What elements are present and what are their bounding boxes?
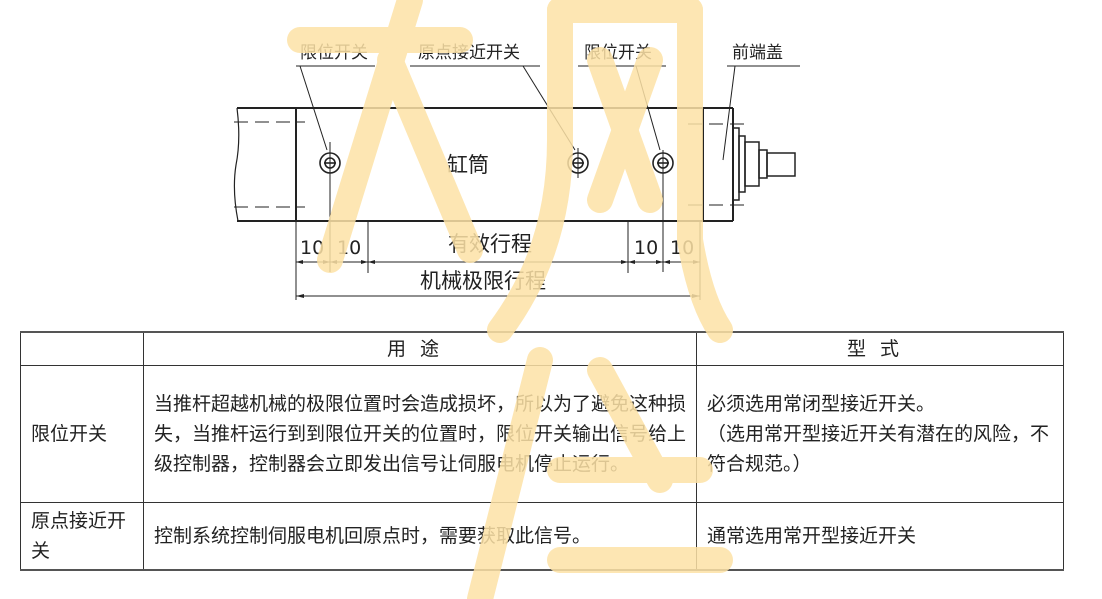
- label-mechanical-limit-stroke: 机械极限行程: [420, 269, 546, 293]
- table-row: 原点接近开关 控制系统控制伺服电机回原点时，需要获取此信号。 通常选用常开型接近…: [20, 502, 1064, 571]
- table-header-row: 用途 型式: [20, 331, 1064, 366]
- cylinder-diagram: 限位开关 原点接近开关 限位开关 前端盖 缸筒 有效行程 机械极限行程 10 1…: [233, 43, 800, 300]
- dimension-label: 10: [634, 237, 658, 259]
- label-front-cap: 前端盖: [732, 43, 783, 63]
- dimension-label: 10: [670, 237, 694, 259]
- dimension-label: 10: [300, 237, 324, 259]
- row-name: 原点接近开关: [20, 502, 144, 571]
- label-origin-switch: 原点接近开关: [418, 43, 520, 63]
- row-type: 必须选用常闭型接近开关。 （选用常开型接近开关有潜在的风险，不符合规范。）: [696, 365, 1064, 503]
- type-line: 必须选用常闭型接近开关。: [707, 393, 936, 415]
- label-limit-switch-left: 限位开关: [300, 43, 368, 63]
- header-cell: [20, 331, 144, 366]
- row-usage: 当推杆超越机械的极限位置时会造成损坏，所以为了避免这种损失，当推杆运行到到限位开…: [143, 365, 697, 503]
- origin-switch-icon: [567, 148, 589, 178]
- dimension-label: 10: [337, 237, 361, 259]
- label-cylinder: 缸筒: [447, 153, 489, 177]
- header-type: 型式: [696, 331, 1064, 366]
- header-usage: 用途: [143, 331, 697, 366]
- row-usage: 控制系统控制伺服电机回原点时，需要获取此信号。: [143, 502, 697, 571]
- table-row: 限位开关 当推杆超越机械的极限位置时会造成损坏，所以为了避免这种损失，当推杆运行…: [20, 365, 1064, 503]
- row-name: 限位开关: [20, 365, 144, 503]
- label-effective-stroke: 有效行程: [448, 232, 532, 256]
- switch-table: 用途 型式 限位开关 当推杆超越机械的极限位置时会造成损坏，所以为了避免这种损失…: [20, 331, 1064, 571]
- label-limit-switch-right: 限位开关: [584, 43, 652, 63]
- row-type: 通常选用常开型接近开关: [696, 502, 1064, 571]
- type-note: （选用常开型接近开关有潜在的风险，不符合规范。）: [707, 423, 1050, 475]
